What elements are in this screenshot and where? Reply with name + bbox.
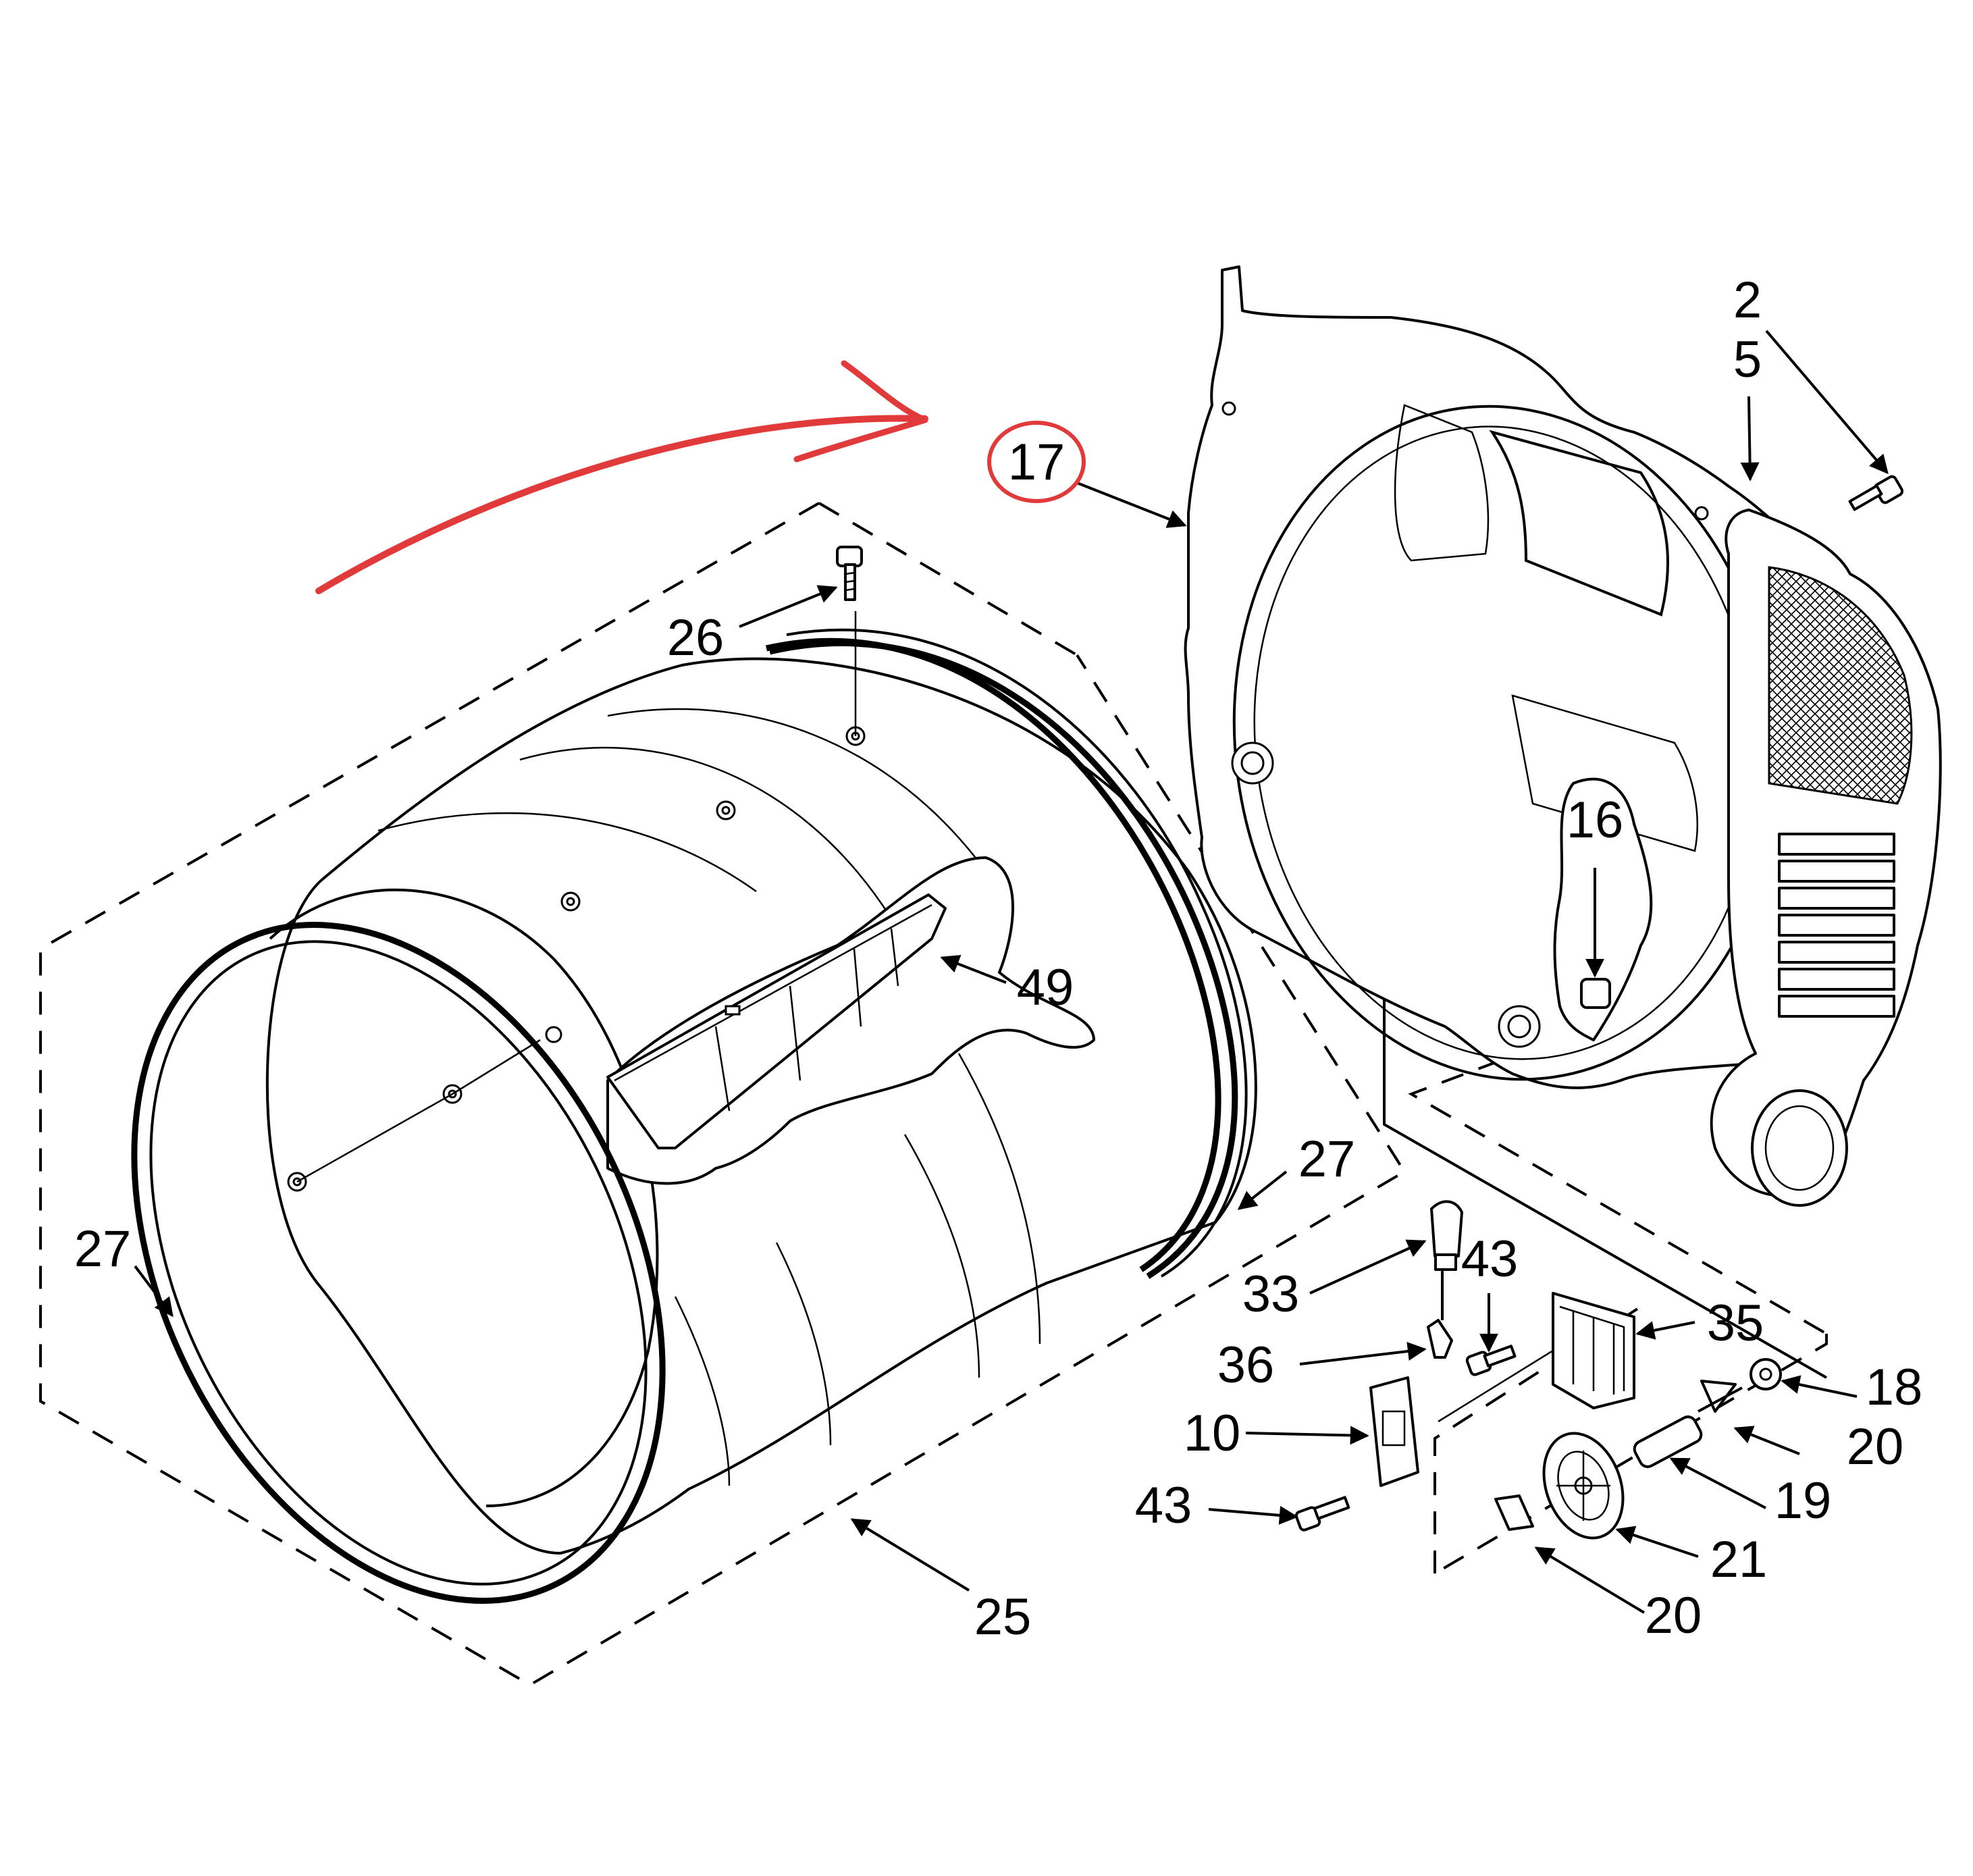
callout-27-left: 27 (74, 1220, 132, 1278)
bulkhead-felt-seal (1553, 777, 1653, 1041)
callout-26: 26 (667, 609, 725, 667)
highlight-circle (987, 421, 1086, 503)
rear-drum-seal (768, 640, 1238, 1279)
callout-49: 49 (1017, 959, 1074, 1016)
callout-2: 2 (1733, 271, 1762, 329)
callout-25: 25 (974, 1588, 1032, 1646)
screw-2 (1848, 475, 1904, 511)
callout-20-top: 20 (1847, 1418, 1904, 1476)
screw-43-bottom (1294, 1496, 1350, 1532)
callout-10: 10 (1184, 1405, 1241, 1462)
cover-10 (1369, 1376, 1419, 1487)
callout-27-right: 27 (1298, 1130, 1356, 1188)
shaft-19 (1633, 1386, 1743, 1468)
callout-16: 16 (1567, 791, 1624, 849)
callout-19: 19 (1774, 1472, 1832, 1530)
rocker-switch-33 (1430, 1200, 1463, 1271)
callout-labels: 17 2 5 26 16 49 27 27 43 33 35 36 18 10 … (74, 271, 1923, 1646)
callout-33: 33 (1242, 1266, 1300, 1323)
callout-17: 17 (1008, 434, 1066, 491)
clip-20-bottom (1494, 1494, 1534, 1531)
callout-35: 35 (1707, 1295, 1764, 1352)
screw-26 (836, 546, 863, 601)
callout-5: 5 (1733, 331, 1762, 388)
roller-21 (1542, 1432, 1625, 1540)
screw-43-top (1465, 1345, 1517, 1376)
callout-43-top: 43 (1461, 1230, 1519, 1288)
callout-18: 18 (1866, 1359, 1923, 1416)
drum-baffle (606, 856, 1095, 1185)
callout-20-bottom: 20 (1645, 1587, 1702, 1644)
leader-lines (134, 330, 1889, 1614)
thermistor-clip-36 (1427, 1270, 1453, 1359)
callout-21: 21 (1710, 1531, 1768, 1588)
callout-43-bottom: 43 (1135, 1477, 1192, 1534)
washer-18 (1750, 1358, 1782, 1390)
front-drum-seal (131, 922, 666, 1604)
bracket-35 (1438, 1292, 1635, 1423)
duct-louvers (1778, 833, 1895, 1018)
exhaust-duct (1710, 509, 1942, 1207)
callout-36: 36 (1217, 1336, 1275, 1394)
drum-assembly-boundary (39, 502, 1406, 1687)
highlight-annotation (315, 360, 1086, 594)
